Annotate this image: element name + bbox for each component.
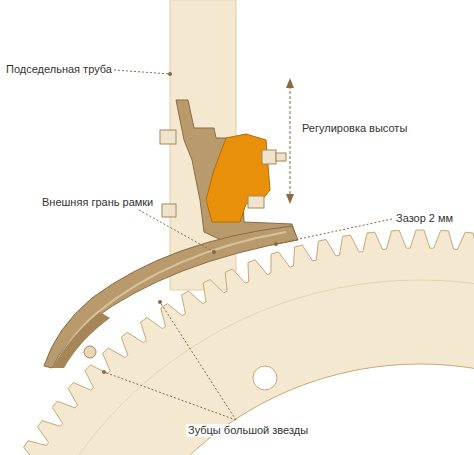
leader-dots xyxy=(102,72,278,374)
part-label: Подседельная труба xyxy=(4,63,114,76)
chainring-hole xyxy=(253,366,277,390)
chainring-line xyxy=(0,280,474,455)
dimension-label: Зазор 2 мм xyxy=(394,212,455,225)
part-label: Внешняя грань рамки xyxy=(40,196,155,209)
part-label: Регулировка высоты xyxy=(300,122,409,135)
chainring-teeth xyxy=(0,230,474,455)
chainring xyxy=(0,230,474,455)
front-derailleur xyxy=(44,100,298,368)
part-label: Зубцы большой звезды xyxy=(186,424,310,437)
adjust-arrow xyxy=(286,78,294,204)
